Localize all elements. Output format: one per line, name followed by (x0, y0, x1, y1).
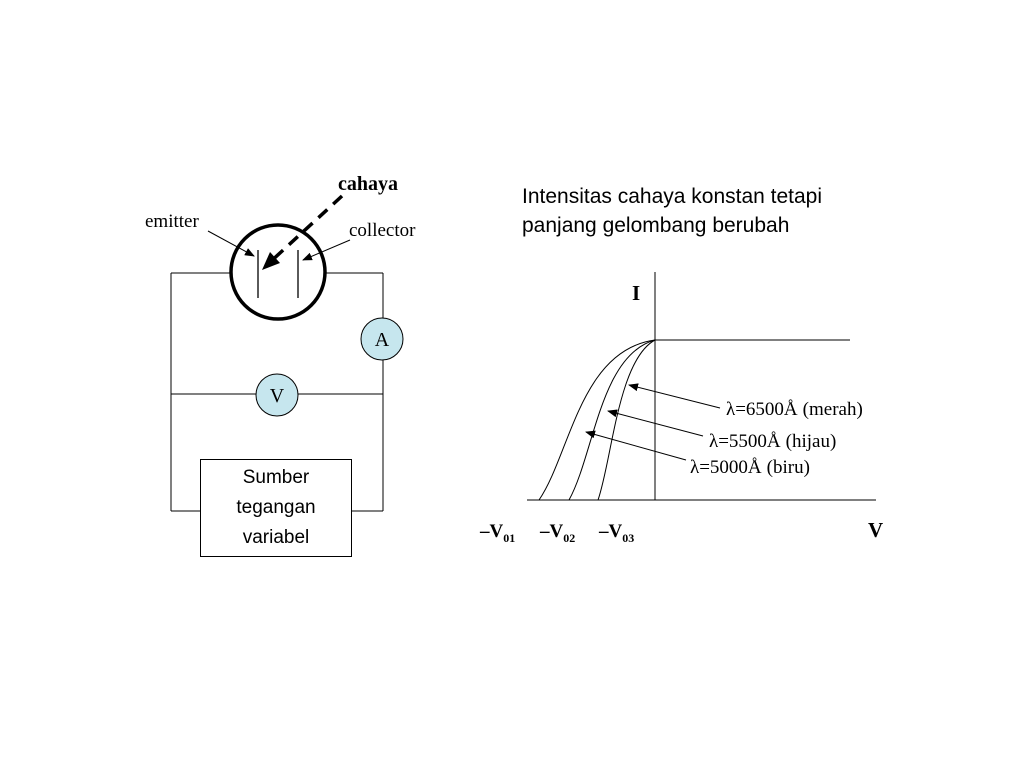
caption-line: panjang gelombang berubah (522, 214, 790, 237)
lambda-symbol: λ (690, 457, 700, 478)
wavelength-value: =5000Å (699, 457, 762, 478)
lambda-symbol: λ (709, 431, 719, 452)
variable-voltage-source: Sumber tegangan variabel (200, 459, 352, 557)
curve-hijau (568, 339, 656, 501)
phototube-envelope (229, 223, 327, 321)
ammeter-label: A (375, 329, 390, 351)
x-axis-label: V (868, 518, 883, 542)
curve-label-biru: λ=5000Å(biru) (690, 457, 810, 478)
lambda-symbol: λ (726, 399, 736, 420)
ammeter-circle (360, 317, 404, 361)
curve-biru (538, 339, 656, 501)
stopping-voltage-sub: 02 (563, 531, 575, 545)
light-ray-arrow (266, 194, 344, 266)
y-axis-label: I (632, 281, 640, 305)
wavelength-value: =6500Å (735, 399, 798, 420)
collector-pointer (302, 239, 351, 261)
emitter-label: emitter (145, 211, 199, 232)
stopping-voltage-02: –V02 (539, 521, 575, 545)
arrow-hijau (607, 409, 704, 437)
caption-line: Intensitas cahaya konstan tetapi (522, 185, 823, 208)
stopping-voltage-03: –V03 (598, 521, 634, 545)
light-ray-arrowhead (262, 252, 280, 270)
stopping-voltage-main: –V (479, 521, 504, 542)
curve-merah (597, 339, 656, 501)
stopping-voltage-01: –V01 (479, 521, 515, 545)
source-line: variabel (242, 527, 310, 548)
arrow-merah (628, 383, 721, 409)
color-name: (merah) (803, 399, 863, 420)
stopping-voltage-sub: 03 (622, 531, 634, 545)
stopping-voltage-sub: 01 (503, 531, 515, 545)
color-name: (biru) (767, 457, 810, 478)
graph-caption: Intensitas cahaya konstan tetapi panjang… (522, 182, 922, 240)
stopping-voltage-main: –V (539, 521, 564, 542)
collector-label: collector (349, 220, 416, 241)
wavelength-value: =5500Å (718, 431, 781, 452)
voltmeter-circle (255, 373, 299, 417)
ammeter: A (360, 317, 404, 361)
source-line: Sumber (242, 467, 310, 488)
source-line: tegangan (236, 497, 316, 518)
graph-axes (527, 272, 876, 501)
circuit-wires (170, 272, 384, 512)
emitter-pointer (207, 230, 255, 257)
stopping-voltage-main: –V (598, 521, 623, 542)
arrow-biru (585, 430, 687, 461)
light-label: cahaya (338, 173, 398, 195)
color-name: (hijau) (786, 431, 837, 452)
voltmeter: V (255, 373, 299, 417)
curve-label-hijau: λ=5500Å(hijau) (709, 431, 836, 452)
voltmeter-label: V (270, 385, 285, 407)
curve-label-merah: λ=6500Å(merah) (726, 399, 863, 420)
